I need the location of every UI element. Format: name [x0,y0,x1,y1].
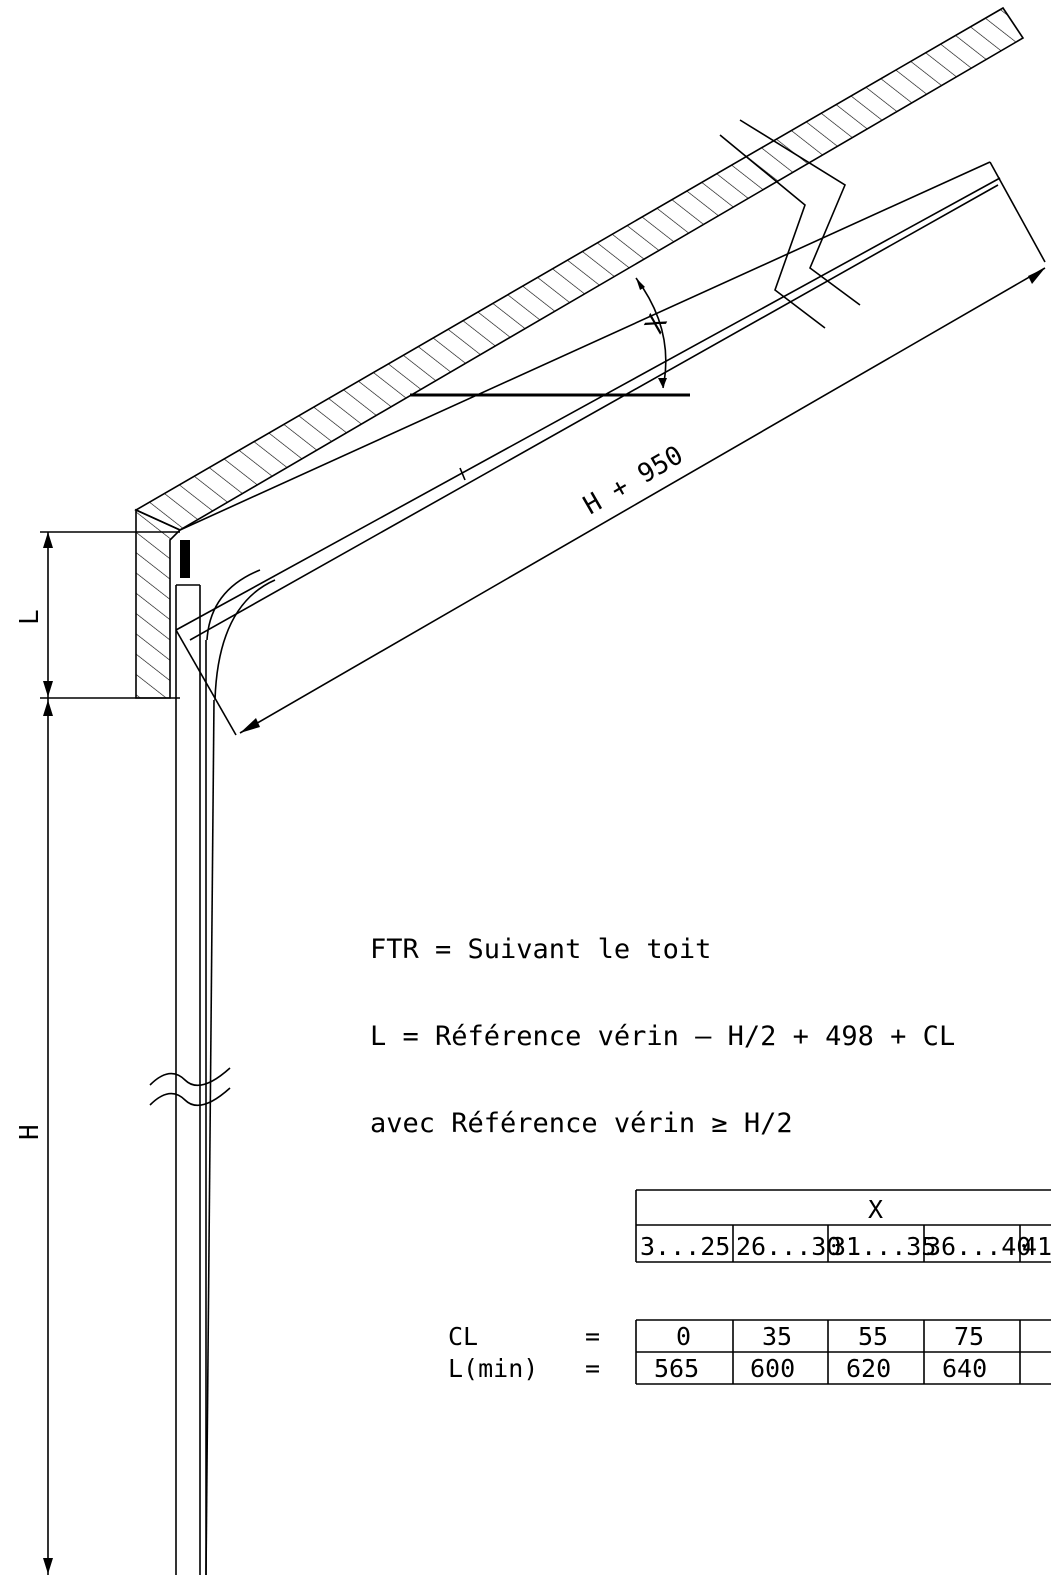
range-cell: 41 [1022,1232,1051,1261]
lmin-cell: 640 [942,1354,987,1383]
break-symbol-door [149,1067,231,1107]
range-cell: 31...35 [831,1232,936,1261]
cl-cell: 0 [676,1322,691,1351]
row-eq: = [585,1322,600,1351]
wall-bracket [135,508,182,699]
row-label: L(min) [448,1354,538,1383]
range-cell: 36...40 [926,1232,1031,1261]
door-height-label: H [15,1124,45,1140]
angle-indicator [410,277,690,397]
bracket-height-label: L [15,609,45,625]
lmin-cell: 565 [654,1354,699,1383]
note-ftr: FTR = Suivant le toit [370,934,711,965]
range-cell: 3...25 [640,1232,730,1261]
lmin-cell: 600 [750,1354,795,1383]
roof-beam [134,6,1025,531]
door-track [175,161,1046,736]
table-header: X [868,1195,883,1224]
note-formula: L = Référence vérin – H/2 + 498 + CL [370,1021,955,1052]
break-symbol-roof [719,119,861,329]
row-label: CL [448,1322,478,1351]
cl-cell: 35 [762,1322,792,1351]
note-condition: avec Référence vérin ≥ H/2 [370,1108,793,1139]
range-cell: 26...30 [736,1232,841,1261]
vertical-dimensions [40,531,180,1575]
cl-cell: 55 [858,1322,888,1351]
row-eq: = [585,1354,600,1383]
cl-cell: 75 [954,1322,984,1351]
lmin-cell: 620 [846,1354,891,1383]
door-leaf [175,540,215,1575]
slope-length-label: H + 950 [579,440,689,521]
lookup-table: X 3...25 26...30 31...35 36...40 41 CL =… [448,1189,1051,1385]
slope-dimension [239,267,1046,734]
